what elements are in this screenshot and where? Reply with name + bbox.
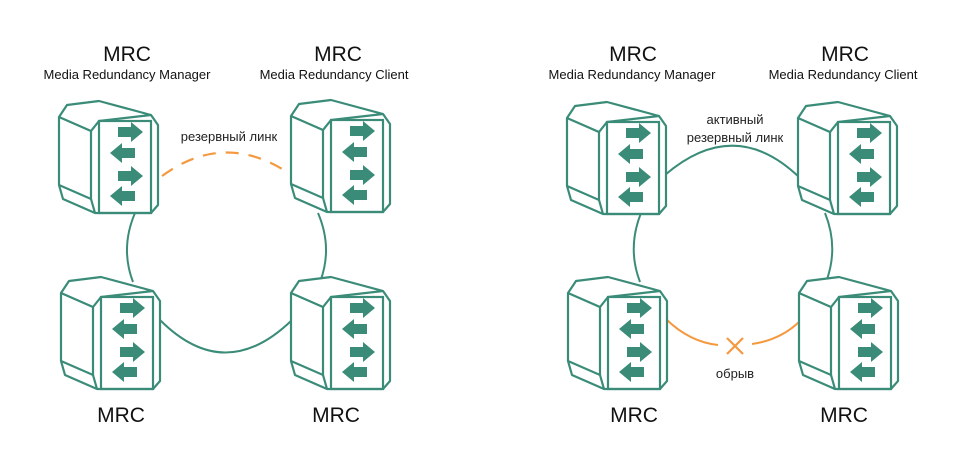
- switch-icon: [797, 275, 900, 391]
- switch-icon: [289, 98, 392, 214]
- node-subtitle: Media Redundancy Client: [260, 67, 409, 82]
- switch-icon: [289, 275, 392, 391]
- node-title: MRC: [314, 43, 362, 66]
- link-label: резервный линк: [181, 129, 278, 144]
- break-x-icon: [726, 337, 744, 355]
- diagram-normal: MRC Media Redundancy Manager MRC Media R…: [44, 43, 409, 427]
- switch-icon: [565, 100, 668, 216]
- ring-link-right: [824, 212, 834, 283]
- link-label-line1: активный: [707, 112, 764, 127]
- node-subtitle: Media Redundancy Client: [769, 67, 918, 82]
- node-title: MRC: [609, 43, 657, 66]
- break-label: обрыв: [716, 366, 754, 381]
- link-label-line2: резервный линк: [687, 130, 784, 145]
- diagram-failure: MRC Media Redundancy Manager MRC Media R…: [549, 43, 918, 427]
- node-title: MRC: [97, 404, 145, 427]
- node-title: MRC: [312, 404, 360, 427]
- switch-icon: [57, 99, 160, 215]
- node-title: MRC: [820, 404, 868, 427]
- switch-icon: [796, 100, 899, 216]
- node-subtitle: Media Redundancy Manager: [549, 67, 717, 82]
- node-title: MRC: [103, 43, 151, 66]
- ring-link-right: [317, 212, 328, 283]
- backup-link-dashed: [161, 151, 291, 177]
- node-title: MRC: [821, 43, 869, 66]
- switch-icon: [566, 275, 669, 391]
- active-backup-link: [664, 144, 801, 179]
- node-title: MRC: [610, 404, 658, 427]
- switch-icon: [59, 275, 162, 391]
- node-subtitle: Media Redundancy Manager: [44, 67, 212, 82]
- ring-link-bottom: [159, 319, 293, 354]
- broken-link-right: [751, 321, 800, 345]
- broken-link-left: [666, 319, 719, 346]
- ring-link-left: [125, 212, 136, 283]
- ring-link-left: [632, 212, 642, 283]
